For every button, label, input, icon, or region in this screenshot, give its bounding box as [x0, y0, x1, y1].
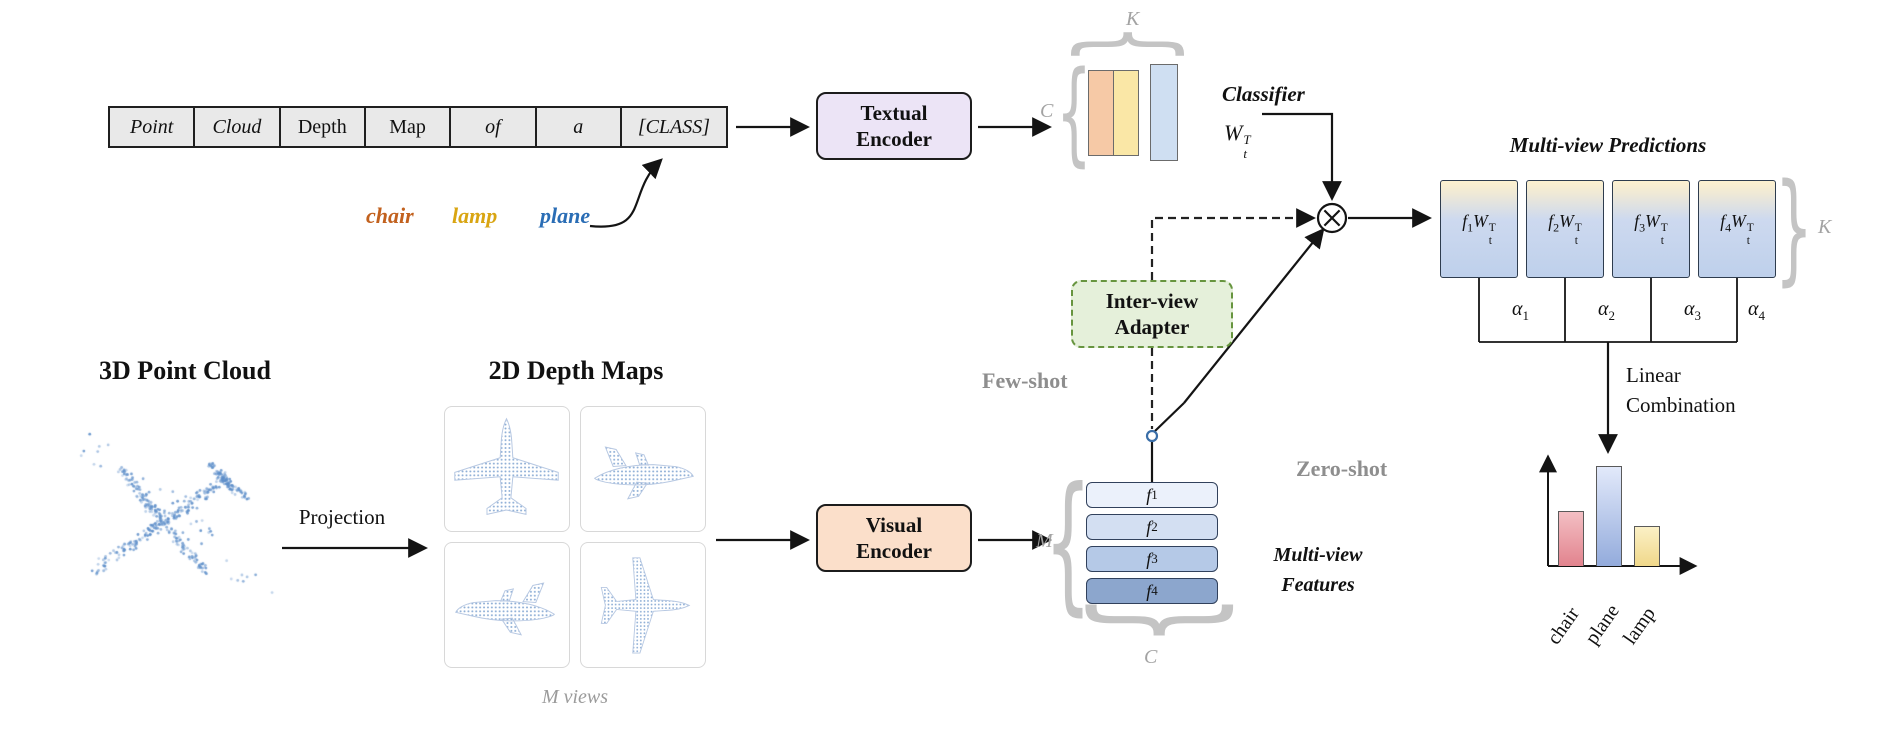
projection-label: Projection: [298, 505, 386, 529]
inter-view-adapter-box: Inter-view Adapter: [1071, 280, 1233, 348]
weight-stripe-yellow: [1113, 70, 1139, 156]
switch-blade: [1154, 402, 1185, 432]
features-caption-line1: Multi-view: [1273, 544, 1363, 566]
point-cloud-canvas: [58, 414, 290, 614]
dim-m-features: M: [1036, 530, 1053, 552]
prompt-cell: Point: [110, 108, 196, 146]
brace-k-predictions: }: [1774, 159, 1814, 298]
alpha-1: α1: [1512, 298, 1529, 323]
dim-c-features: C: [1144, 646, 1158, 668]
class-word-plane: plane: [540, 203, 591, 228]
chart-label-chair: chair: [1543, 603, 1584, 649]
depth-map-plane-rotated-icon: [600, 557, 691, 654]
depth-map-view-4: [580, 542, 706, 668]
prompt-cell: a: [537, 108, 622, 146]
prompt-cell: Map: [366, 108, 452, 146]
prompt-cell: Depth: [281, 108, 366, 146]
features-caption: Multi-view Features: [1238, 540, 1398, 600]
point-cloud-heading: 3D Point Cloud: [99, 356, 271, 385]
weight-stripe-orange: [1088, 70, 1114, 156]
predictions-title: Multi-view Predictions: [1509, 133, 1707, 157]
depth-maps-heading: 2D Depth Maps: [488, 356, 664, 385]
linear-combination-line1: Linear: [1626, 363, 1681, 387]
prompt-cell: of: [451, 108, 537, 146]
dim-c-weights: C: [1040, 100, 1054, 122]
prompt-cell: Cloud: [195, 108, 281, 146]
result-chart: [1548, 456, 1698, 566]
zero-shot-label: Zero-shot: [1296, 456, 1388, 481]
depth-map-view-2: [580, 406, 706, 532]
depth-map-plane-side-left-icon: [455, 582, 556, 636]
prompt-cell-class-token: [CLASS]: [637, 115, 711, 138]
m-views-caption: M views: [541, 686, 609, 708]
few-shot-label: Few-shot: [982, 368, 1068, 393]
features-caption-line2: Features: [1281, 574, 1355, 596]
alpha-2: α2: [1598, 298, 1615, 323]
chart-bar-chair: [1558, 511, 1584, 566]
dim-k-weights: K: [1126, 8, 1140, 30]
depth-map-plane-top-icon: [454, 417, 559, 515]
dim-k-predictions: K: [1818, 216, 1832, 238]
visual-encoder-box: Visual Encoder: [816, 504, 972, 572]
depth-map-view-1: [444, 406, 570, 532]
weight-stripe-blue: [1150, 64, 1178, 161]
switch-pivot-icon: [1145, 429, 1159, 443]
brace-c-weights: {: [1056, 48, 1092, 178]
classifier-label: Classifier: [1222, 82, 1305, 106]
chart-label-lamp: lamp: [1619, 603, 1660, 649]
class-word-lamp: lamp: [452, 203, 498, 228]
linear-combination-line2: Combination: [1626, 393, 1736, 418]
arrow-classifier-to-product: [1262, 112, 1342, 201]
chart-bar-lamp: [1634, 526, 1660, 566]
alpha-4: α4: [1748, 298, 1765, 323]
chart-bar-plane: [1596, 466, 1622, 566]
chart-label-plane: plane: [1581, 600, 1624, 649]
arrow-class-to-prompt: [589, 158, 663, 228]
class-word-chair: chair: [366, 203, 414, 228]
hadamard-product-icon: [1316, 202, 1348, 234]
depth-map-grid: [444, 406, 706, 668]
depth-map-plane-side-right-icon: [593, 446, 694, 500]
prompt-template: Point Cloud Depth Map of a [CLASS]: [108, 106, 728, 148]
depth-map-view-3: [444, 542, 570, 668]
alpha-3: α3: [1684, 298, 1701, 323]
linear-combination-label: Linear Combination: [1626, 360, 1736, 421]
brace-m-features: {: [1044, 456, 1092, 630]
textual-encoder-box: Textual Encoder: [816, 92, 972, 160]
dashed-adapter-to-product: [1150, 208, 1316, 280]
brace-c-features: {: [1058, 594, 1245, 646]
